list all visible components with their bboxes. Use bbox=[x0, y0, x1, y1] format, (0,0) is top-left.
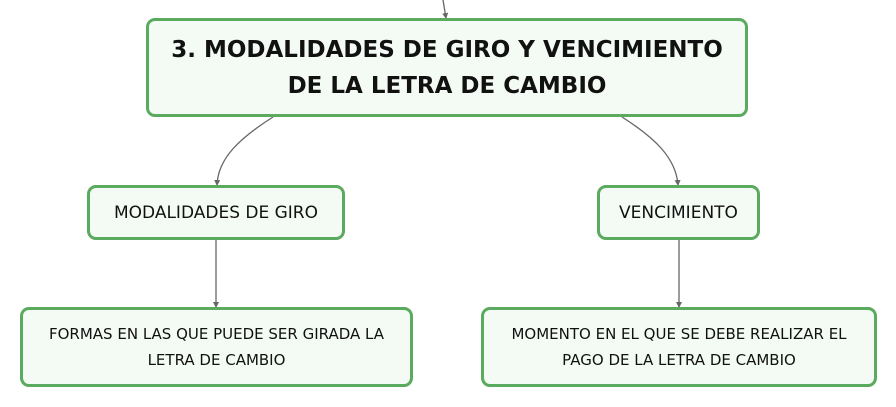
modalidades-de-giro-node[interactable]: MODALIDADES DE GIRO bbox=[87, 185, 345, 240]
connector-from-parent bbox=[442, 0, 449, 19]
formas-de-giro-node[interactable]: FORMAS EN LAS QUE PUEDE SER GIRADA LA LE… bbox=[20, 307, 413, 387]
vencimiento-label: VENCIMIENTO bbox=[619, 202, 738, 223]
connector-main-to-vencimiento bbox=[621, 116, 681, 186]
connector-main-to-modalidades bbox=[214, 116, 274, 186]
momento-de-pago-node[interactable]: MOMENTO EN EL QUE SE DEBE REALIZAR EL PA… bbox=[481, 307, 877, 387]
main-topic-label: 3. MODALIDADES DE GIRO Y VENCIMIENTO DE … bbox=[171, 36, 723, 99]
main-topic-node[interactable]: 3. MODALIDADES DE GIRO Y VENCIMIENTO DE … bbox=[146, 18, 748, 117]
modalidades-de-giro-label: MODALIDADES DE GIRO bbox=[113, 202, 319, 223]
vencimiento-node[interactable]: VENCIMIENTO bbox=[597, 185, 760, 240]
formas-de-giro-label: FORMAS EN LAS QUE PUEDE SER GIRADA LA LE… bbox=[49, 325, 384, 369]
momento-de-pago-label: MOMENTO EN EL QUE SE DEBE REALIZAR EL PA… bbox=[511, 325, 847, 369]
